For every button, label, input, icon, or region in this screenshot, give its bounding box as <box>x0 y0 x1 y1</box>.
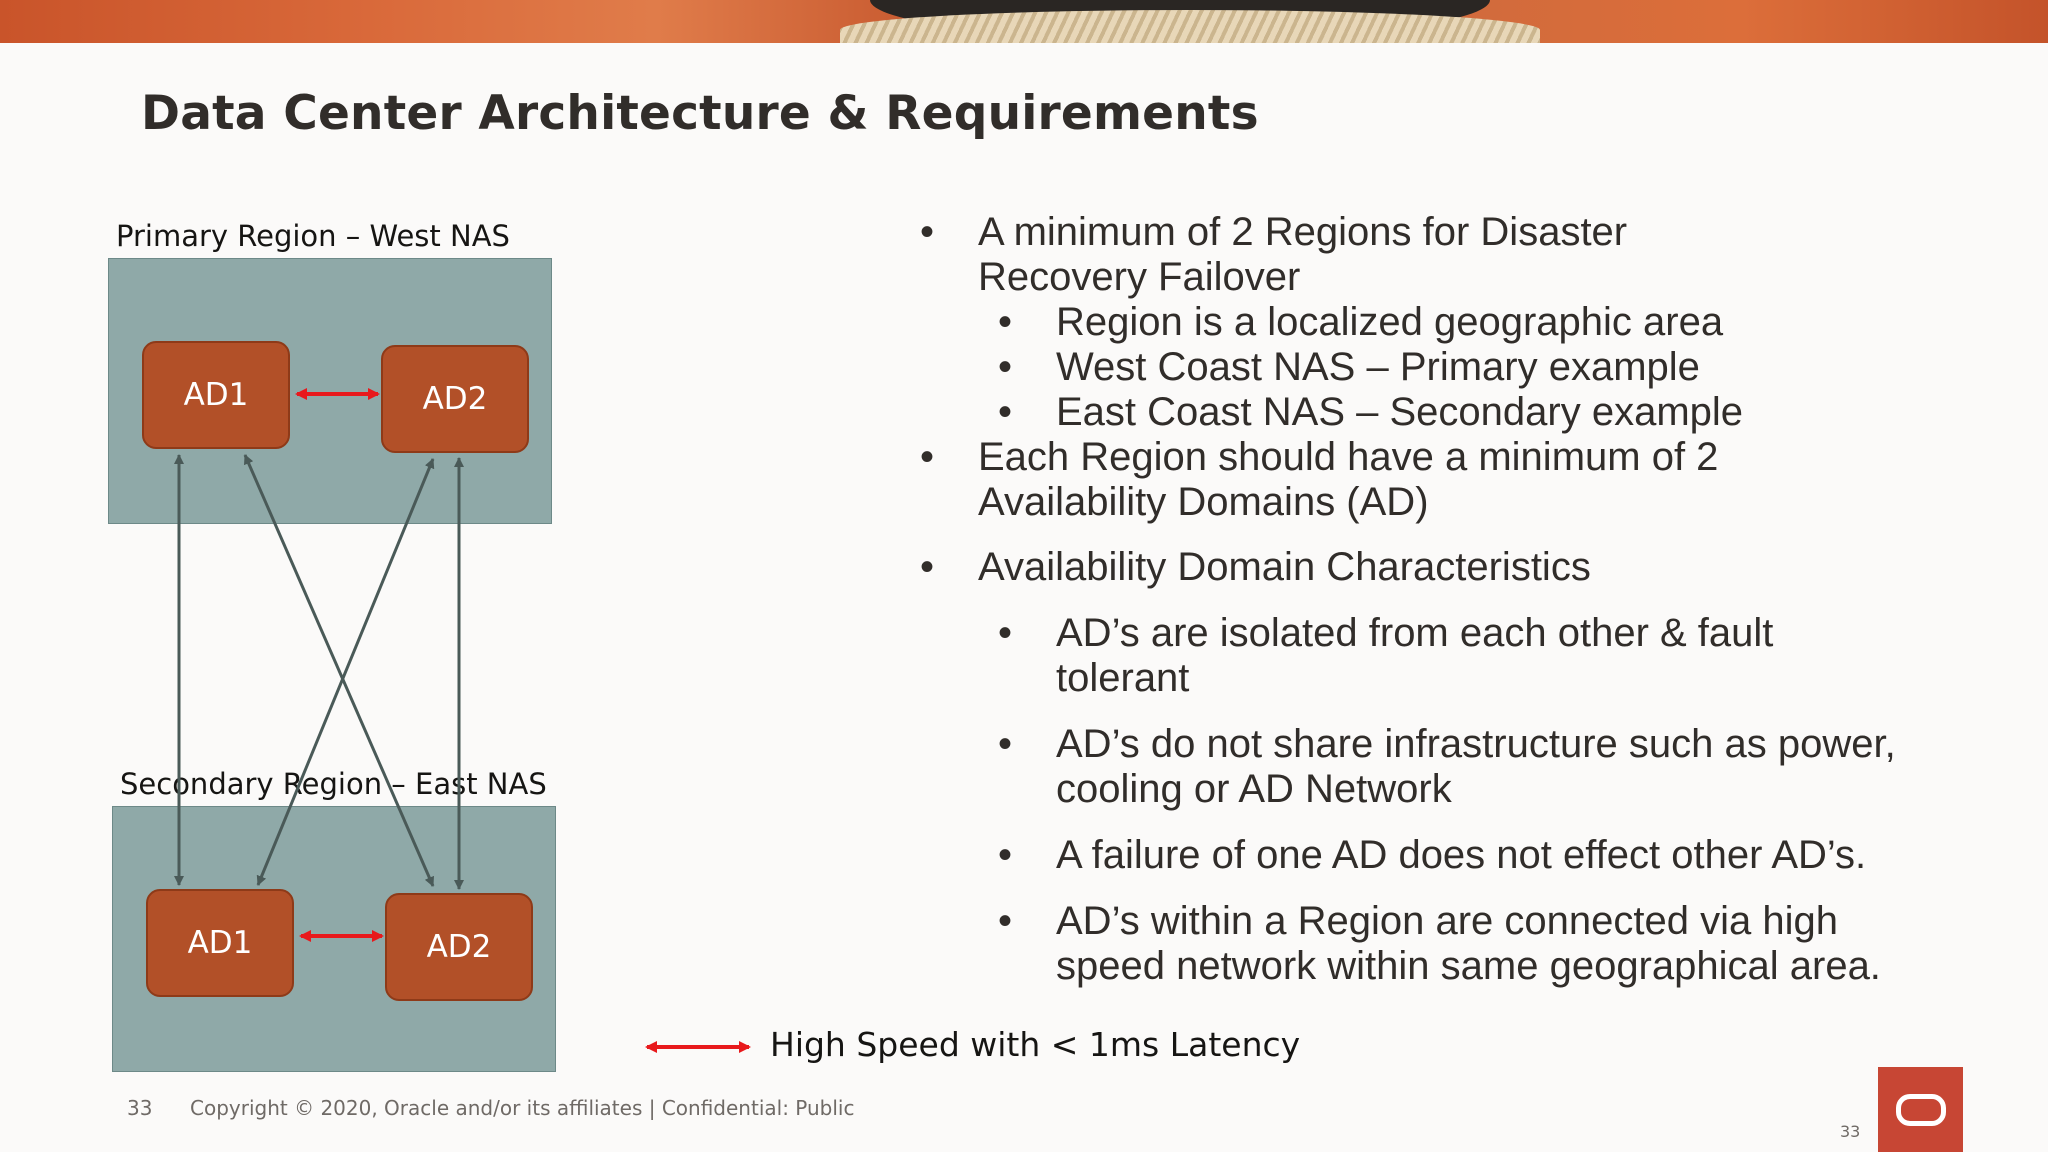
primary-ad1-box: AD1 <box>142 341 290 449</box>
bullet-dot-icon: • <box>998 300 1013 344</box>
sub-bullet-item: • East Coast NAS – Secondary example <box>998 390 2000 435</box>
primary-ad2-box: AD2 <box>381 345 529 453</box>
banner-sand-pattern <box>840 10 1540 43</box>
oracle-logo-icon <box>1878 1067 1963 1152</box>
bullet-line: tolerant <box>1056 656 1190 700</box>
bullet-dot-icon: • <box>998 345 1013 389</box>
bullet-dot-icon: • <box>998 833 1013 877</box>
sub-bullet-item: • West Coast NAS – Primary example <box>998 345 2000 390</box>
sub-bullet-item: • AD’s do not share infrastructure such … <box>998 722 2000 812</box>
legend-label: High Speed with < 1ms Latency <box>770 1025 1301 1064</box>
secondary-region-label: Secondary Region – East NAS <box>120 767 547 801</box>
slide-page-number: 33 <box>1840 1122 1861 1141</box>
sub-bullet-item: • AD’s within a Region are connected via… <box>998 899 2000 989</box>
bullet-line: A failure of one AD does not effect othe… <box>1056 833 1867 877</box>
bullet-line: Availability Domain Characteristics <box>978 545 1591 589</box>
sub-bullet-item: • Region is a localized geographic area <box>998 300 2000 345</box>
sub-bullet-item: • AD’s are isolated from each other & fa… <box>998 611 2000 701</box>
bullet-line: Availability Domains (AD) <box>978 480 1429 524</box>
header-banner <box>0 0 2048 43</box>
footer-copyright: Copyright © 2020, Oracle and/or its affi… <box>190 1096 855 1120</box>
bullet-line: Recovery Failover <box>978 255 1301 299</box>
bullet-line: Each Region should have a minimum of 2 <box>978 435 1719 479</box>
bullet-line: speed network within same geographical a… <box>1056 944 1881 988</box>
bullet-dot-icon: • <box>920 435 935 479</box>
sub-bullet-item: • A failure of one AD does not effect ot… <box>998 833 2000 878</box>
bullet-line: AD’s are isolated from each other & faul… <box>1056 611 1774 655</box>
bullet-dot-icon: • <box>998 390 1013 434</box>
bullet-item: • Availability Domain Characteristics <box>920 545 2000 590</box>
bullet-line: AD’s within a Region are connected via h… <box>1056 899 1838 943</box>
bullet-item: • Each Region should have a minimum of 2… <box>920 435 2000 525</box>
secondary-ad2-box: AD2 <box>385 893 533 1001</box>
primary-region-label: Primary Region – West NAS <box>116 219 510 253</box>
bullet-line: East Coast NAS – Secondary example <box>1056 390 1744 434</box>
bullet-dot-icon: • <box>998 611 1013 655</box>
footer-page-number: 33 <box>127 1096 153 1120</box>
bullet-dot-icon: • <box>998 899 1013 943</box>
bullet-dot-icon: • <box>998 722 1013 766</box>
bullet-line: AD’s do not share infrastructure such as… <box>1056 722 1896 766</box>
bullet-line: Region is a localized geographic area <box>1056 300 1724 344</box>
slide-title: Data Center Architecture & Requirements <box>141 86 1259 141</box>
bullet-line: A minimum of 2 Regions for Disaster <box>978 210 1628 254</box>
bullet-dot-icon: • <box>920 545 935 589</box>
bullet-dot-icon: • <box>920 210 935 254</box>
secondary-ad1-box: AD1 <box>146 889 294 997</box>
bullet-item: • A minimum of 2 Regions for Disaster Re… <box>920 210 2000 300</box>
bullet-line: West Coast NAS – Primary example <box>1056 345 1700 389</box>
bullet-list: • A minimum of 2 Regions for Disaster Re… <box>920 210 2000 989</box>
oracle-ring-icon <box>1895 1093 1946 1126</box>
bullet-line: cooling or AD Network <box>1056 767 1452 811</box>
